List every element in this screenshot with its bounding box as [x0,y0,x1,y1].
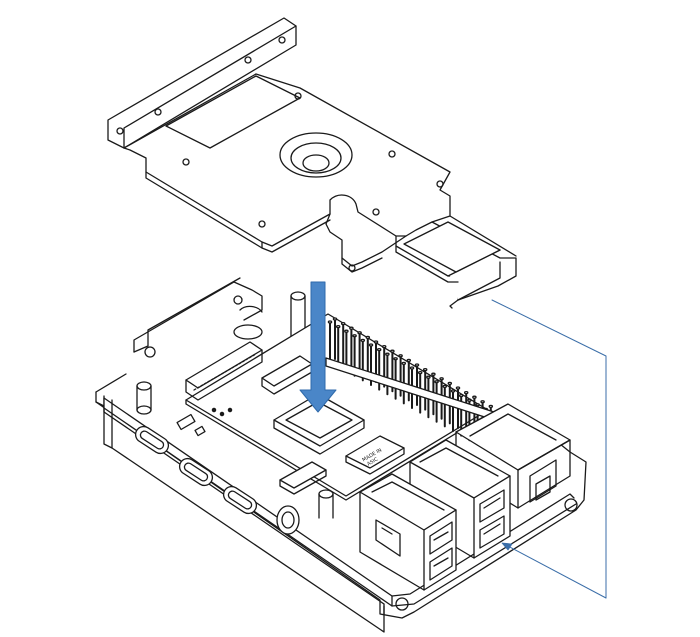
cpu-chip [273,393,365,455]
gpio-pin-tip [426,375,431,379]
usb-ports-right [409,439,511,559]
gpio-pin-tip [385,352,390,356]
gpio-pin-tip [332,317,338,321]
gpio-pin-tip [335,324,341,329]
gpio-pin-tip [390,349,395,353]
audio-jack [276,505,300,535]
gpio-pin-tip [368,343,374,347]
gpio-header [325,317,495,451]
ethernet-port [455,403,571,509]
memory-chip: MADE IN ASIC [345,435,405,475]
gpio-pin-tip [442,384,448,389]
micro-hdmi-port-1 [178,457,214,487]
gpio-pin-tip [360,338,366,343]
usb-ports-left [359,473,457,591]
gpio-pin-tip [467,398,472,402]
gpio-pin-tip [365,335,371,340]
display-connector [185,341,263,401]
gpio-pin-tip [381,344,387,349]
gpio-pin-tip [352,334,357,338]
gpio-pin-tip [376,347,382,352]
gpio-pin-tip [406,358,412,363]
gpio-pin-tip [409,366,415,370]
memory-chip-marking-2: ASIC [366,456,379,467]
leader-line-bottom [503,543,607,599]
gpio-pin-tip [450,389,456,393]
assembly-arrow [299,281,337,413]
gpio-pin-tip [422,367,428,372]
gpio-pin-tip [349,326,354,330]
leader-arrowhead [501,542,513,551]
gpio-pin-tip [455,386,461,390]
gpio-pin-tip [398,354,403,358]
gpio-pin-tip [475,403,480,407]
gpio-pin-tip [439,377,444,381]
gpio-pin-tip [447,381,453,386]
gpio-pin-tip [414,363,420,367]
usb-c-port [134,425,170,455]
circuit-board: MADE IN ASIC [176,313,489,501]
leader-line-top [491,299,607,599]
micro-hdmi-port-2 [222,485,258,515]
gpio-pin-tip [357,331,362,335]
gpio-pin-tip [340,321,346,326]
gpio-pin-tip [431,372,436,376]
gpio-pin-tip [393,357,398,361]
gpio-pin-tip [327,320,333,324]
gpio-pin-tip [373,340,379,344]
gpio-pin-tip [480,400,485,404]
standoff-left [136,381,152,415]
gpio-pin-tip [463,390,469,395]
gpio-pin-tip [434,380,439,384]
gpio-pin-tip [472,395,477,399]
gpio-pin-tip [344,329,349,333]
top-plate [107,17,517,309]
gpio-pin-tip [458,393,464,398]
gpio-pin-tip [401,361,407,366]
gpio-pin-tip [417,370,423,375]
standoff-front [318,489,334,519]
gpio-pin-tip [488,404,494,409]
